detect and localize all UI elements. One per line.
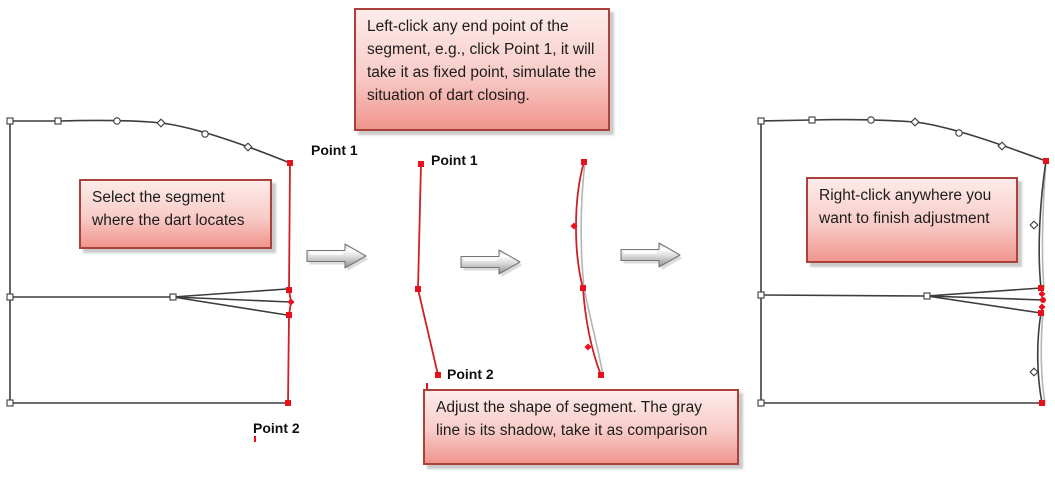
right-edge-shadow-lines — [1040, 160, 1047, 404]
segment-point1-label: Point 1 — [431, 152, 478, 168]
segment-after-red-markers — [570, 159, 604, 378]
right-pattern-vertex-markers — [757, 116, 1039, 407]
left-pattern-outline — [9, 119, 291, 404]
callout-left-click-instruction: Left-click any end point of the segment,… — [354, 8, 610, 131]
step-arrow-1 — [305, 242, 370, 273]
left-pattern-piece — [6, 117, 295, 407]
selected-dart-segment — [287, 162, 292, 404]
red-tick-mark — [254, 436, 256, 442]
left-pattern-vertex-markers — [6, 117, 253, 407]
segment-shadow-line — [580, 161, 604, 376]
segment-point2-label: Point 2 — [447, 366, 494, 382]
segment-before-adjustment — [415, 161, 441, 378]
callout-adjust-shape-instruction: Adjust the shape of segment. The gray li… — [423, 389, 739, 465]
segment-adjusted-curve — [575, 161, 602, 376]
left-pattern-red-point-markers — [285, 160, 295, 406]
left-shape-point1-label: Point 1 — [311, 142, 358, 158]
right-edge-adjusted-curves — [1036, 160, 1047, 404]
callout-select-segment-instruction: Select the segment where the dart locate… — [79, 179, 272, 249]
right-pattern-piece — [757, 116, 1049, 407]
red-tick-mark — [426, 383, 428, 389]
step-arrow-3 — [619, 241, 684, 272]
callout-right-click-instruction: Right-click anywhere you want to finish … — [806, 177, 1018, 263]
segment-after-adjustment — [570, 159, 604, 378]
left-shape-point2-label: Point 2 — [253, 420, 300, 436]
step-arrow-2 — [459, 248, 524, 279]
segment-before-red-markers — [415, 161, 441, 378]
